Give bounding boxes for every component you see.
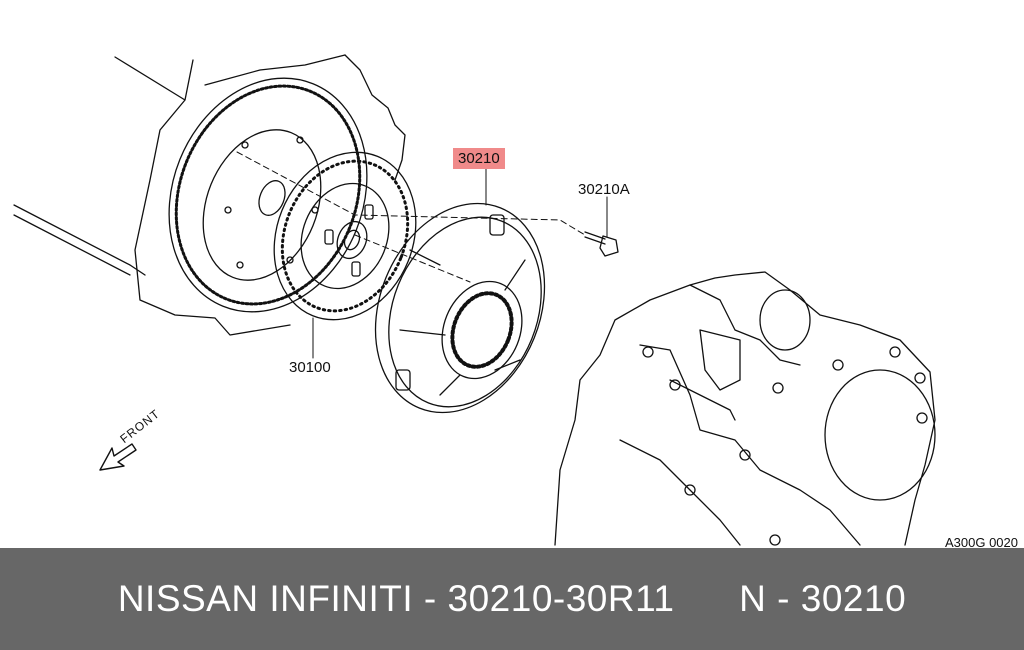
pressure-plate-callout: 30210 — [453, 148, 505, 169]
clutch-disc-callout: 30100 — [289, 359, 331, 376]
front-arrow-icon — [99, 443, 137, 471]
bolt-callout: 30210A — [578, 181, 630, 198]
engine-housing — [13, 54, 406, 336]
figure-code: A300G 0020 — [944, 535, 1018, 550]
pressure-plate — [374, 202, 546, 414]
transmission-case — [554, 271, 936, 546]
clutch-exploded-diagram — [13, 54, 936, 546]
bolt — [584, 231, 619, 257]
clutch-disc — [273, 151, 417, 321]
part-number-banner: NISSAN INFINITI - 30210-30R11 N - 30210 — [0, 548, 1024, 650]
banner-text: NISSAN INFINITI - 30210-30R11 N - 30210 — [117, 578, 907, 619]
flywheel — [168, 77, 368, 313]
leader-lines — [236, 151, 608, 359]
